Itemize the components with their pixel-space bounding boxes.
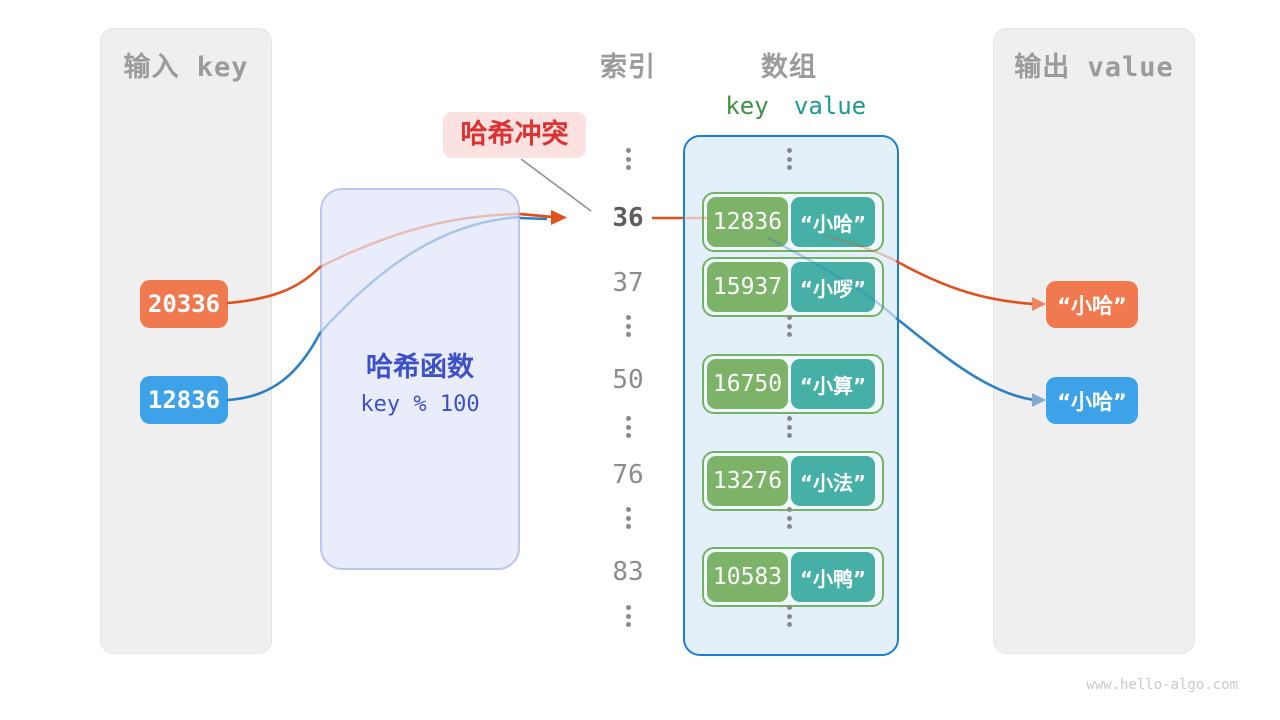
output-value-blue: “小哈” — [1046, 377, 1138, 424]
array-row: 16750 “小算” — [702, 354, 884, 414]
index-ellipsis — [596, 605, 660, 627]
input-panel: 输入 key — [100, 28, 272, 654]
index-item-76: 76 — [612, 460, 644, 490]
array-row-value: “小哈” — [791, 197, 875, 247]
collision-pointer-line — [520, 158, 592, 212]
array-row: 13276 “小法” — [702, 451, 884, 511]
array-row: 12836 “小哈” — [702, 192, 884, 252]
input-key-20336: 20336 — [140, 280, 228, 328]
array-row-key: 10583 — [707, 552, 788, 602]
index-ellipsis — [596, 315, 660, 337]
array-ellipsis — [757, 148, 821, 170]
index-ellipsis — [596, 416, 660, 438]
input-panel-title: 输入 key — [123, 52, 249, 83]
array-column-header: 数组 — [761, 52, 817, 83]
array-ellipsis — [757, 416, 821, 438]
hash-function-formula: key % 100 — [360, 392, 480, 417]
array-row-key: 15937 — [707, 262, 788, 312]
orange-merge-segment — [519, 212, 554, 219]
index-ellipsis — [596, 507, 660, 529]
array-value-header: value — [793, 92, 867, 120]
array-ellipsis — [757, 605, 821, 627]
input-key-12836: 12836 — [140, 376, 228, 424]
hash-collision-label: 哈希冲突 — [443, 112, 586, 158]
array-ellipsis — [757, 315, 821, 337]
hash-function-title: 哈希函数 — [366, 352, 474, 383]
array-ellipsis — [757, 507, 821, 529]
array-row-key: 13276 — [707, 456, 788, 506]
watermark: www.hello-algo.com — [1086, 677, 1238, 693]
array-row-key: 16750 — [707, 359, 788, 409]
blue-merge-segment — [519, 216, 548, 221]
index-item-37: 37 — [612, 268, 644, 298]
array-row-value: “小鸭” — [791, 552, 875, 602]
array-row: 10583 “小鸭” — [702, 547, 884, 607]
array-row-value: “小法” — [791, 456, 875, 506]
index-item-50: 50 — [612, 365, 644, 395]
array-row-key: 12836 — [707, 197, 788, 247]
output-panel: 输出 value — [993, 28, 1195, 654]
array-key-header: key — [725, 92, 769, 120]
index-ellipsis — [596, 148, 660, 170]
array-row-value: “小啰” — [791, 262, 875, 312]
array-row: 15937 “小啰” — [702, 257, 884, 317]
array-row-value: “小算” — [791, 359, 875, 409]
output-panel-title: 输出 value — [1014, 52, 1174, 83]
index-column-header: 索引 — [600, 52, 656, 83]
output-value-orange: “小哈” — [1046, 281, 1138, 328]
arrowhead-to-index-36 — [551, 210, 567, 225]
index-item-83: 83 — [612, 557, 644, 587]
index-item-36: 36 — [612, 203, 644, 233]
hash-function-box: 哈希函数 key % 100 — [320, 188, 520, 570]
